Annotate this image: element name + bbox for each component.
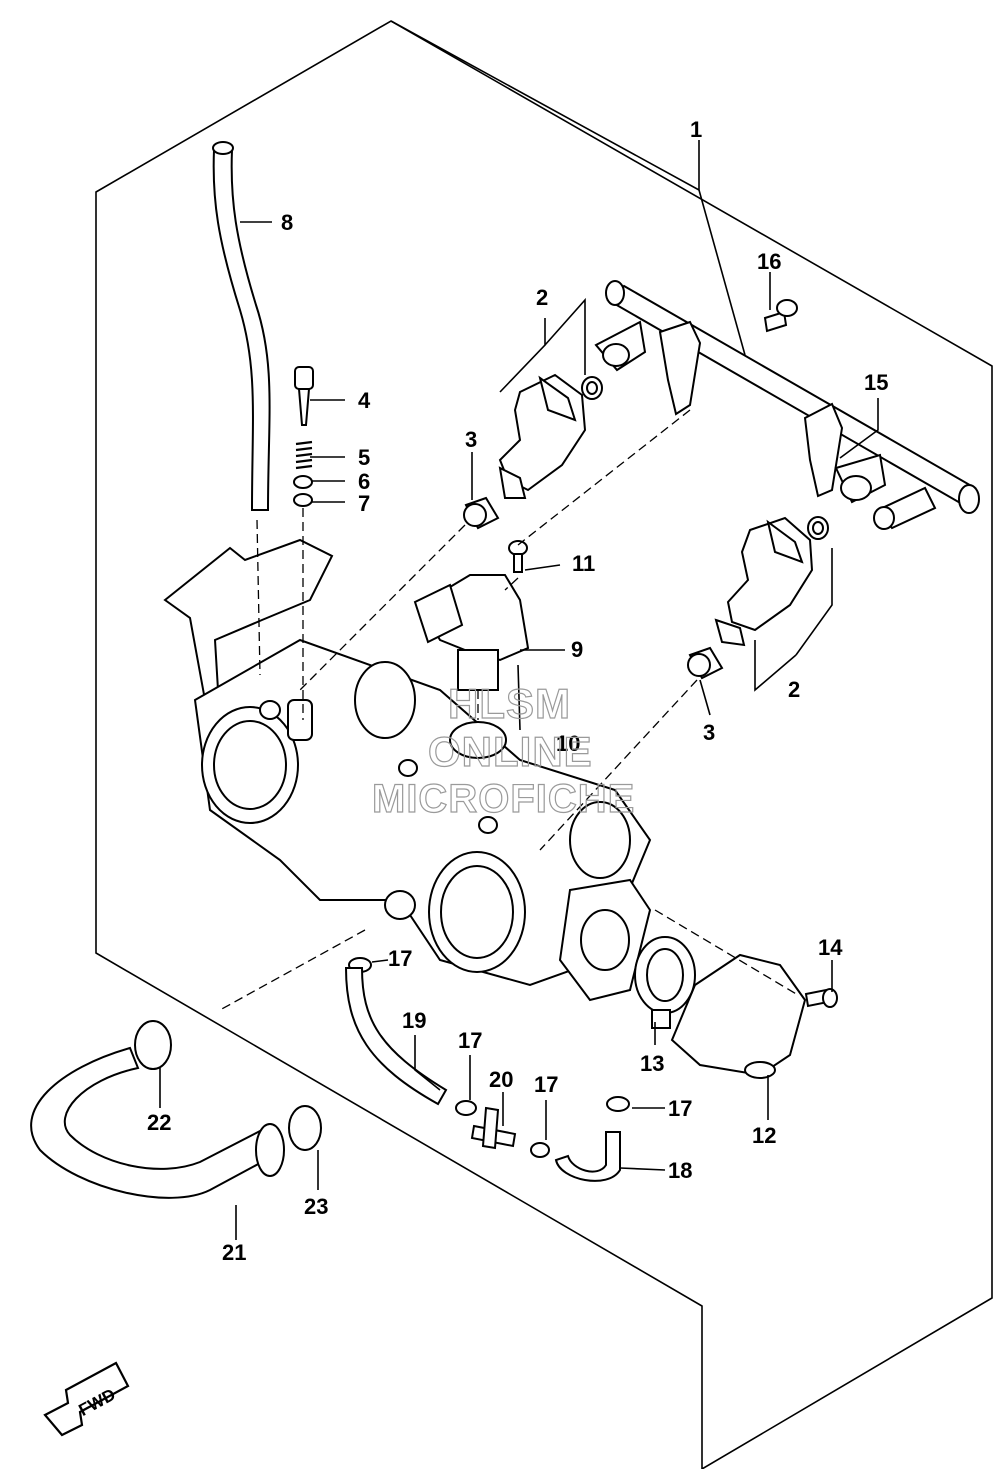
injector-seal-upper — [463, 496, 500, 530]
joint-20 — [470, 1106, 517, 1150]
hose-19 — [344, 967, 448, 1106]
assembly-boundary — [95, 20, 993, 1469]
throttle-position-sensor — [413, 574, 530, 691]
fuel-injector-upper — [498, 373, 603, 499]
callout-3: 3 — [703, 720, 715, 745]
hose-18 — [554, 1131, 621, 1182]
spring-5 — [295, 440, 313, 470]
callout-8: 8 — [281, 210, 293, 235]
clamp-22 — [134, 1020, 172, 1070]
callout-9: 9 — [571, 637, 583, 662]
callout-7: 7 — [358, 491, 370, 516]
clamp-23 — [288, 1105, 322, 1151]
gasket-13 — [634, 936, 696, 1029]
callout-2: 2 — [536, 285, 548, 310]
callout-22: 22 — [147, 1110, 171, 1135]
watermark-line-1: HLSM — [448, 680, 571, 727]
idle-speed-control-valve — [670, 953, 807, 1079]
callout-17: 17 — [668, 1096, 692, 1121]
callout-16: 16 — [757, 249, 781, 274]
callout-5: 5 — [358, 445, 370, 470]
hose-8 — [212, 149, 271, 511]
callout-17: 17 — [534, 1072, 558, 1097]
bracket — [163, 538, 334, 702]
hose-21 — [30, 1046, 277, 1199]
callout-20: 20 — [489, 1067, 513, 1092]
callout-13: 13 — [640, 1051, 664, 1076]
clamp-17c — [530, 1142, 550, 1158]
callout-1: 1 — [690, 117, 702, 142]
screw-11 — [508, 540, 528, 573]
o-ring-6 — [293, 475, 313, 489]
watermark-line-2: ONLINE — [428, 728, 593, 775]
callout-18: 18 — [668, 1158, 692, 1183]
callout-15: 15 — [864, 370, 888, 395]
screw-4 — [294, 366, 314, 426]
callout-17: 17 — [388, 946, 412, 971]
callout-10: 10 — [556, 731, 580, 756]
screw-16 — [763, 299, 798, 333]
callout-14: 14 — [818, 935, 843, 960]
clamp-17b — [455, 1100, 477, 1116]
callout-6: 6 — [358, 469, 370, 494]
throttle-body — [193, 638, 652, 1002]
callout-11: 11 — [572, 551, 595, 576]
screw-14 — [804, 988, 838, 1008]
callout-2: 2 — [788, 677, 800, 702]
fuel-injector-lower — [714, 516, 829, 647]
fwd-arrow-icon: FWD — [43, 1361, 130, 1437]
callout-23: 23 — [304, 1194, 328, 1219]
callout-4: 4 — [358, 388, 371, 413]
callout-17: 17 — [458, 1028, 482, 1053]
callout-21: 21 — [222, 1240, 246, 1265]
washer-7 — [293, 493, 313, 507]
o-ring-10 — [449, 721, 507, 759]
callout-19: 19 — [402, 1008, 426, 1033]
watermark-line-3: MICROFICHE — [372, 777, 635, 821]
fwd-label: FWD — [76, 1385, 119, 1420]
clamp-17d — [606, 1096, 630, 1112]
callout-3: 3 — [465, 427, 477, 452]
injector-seal-lower — [687, 646, 724, 680]
fuel-delivery-pipe — [594, 280, 980, 530]
callout-12: 12 — [752, 1123, 776, 1148]
